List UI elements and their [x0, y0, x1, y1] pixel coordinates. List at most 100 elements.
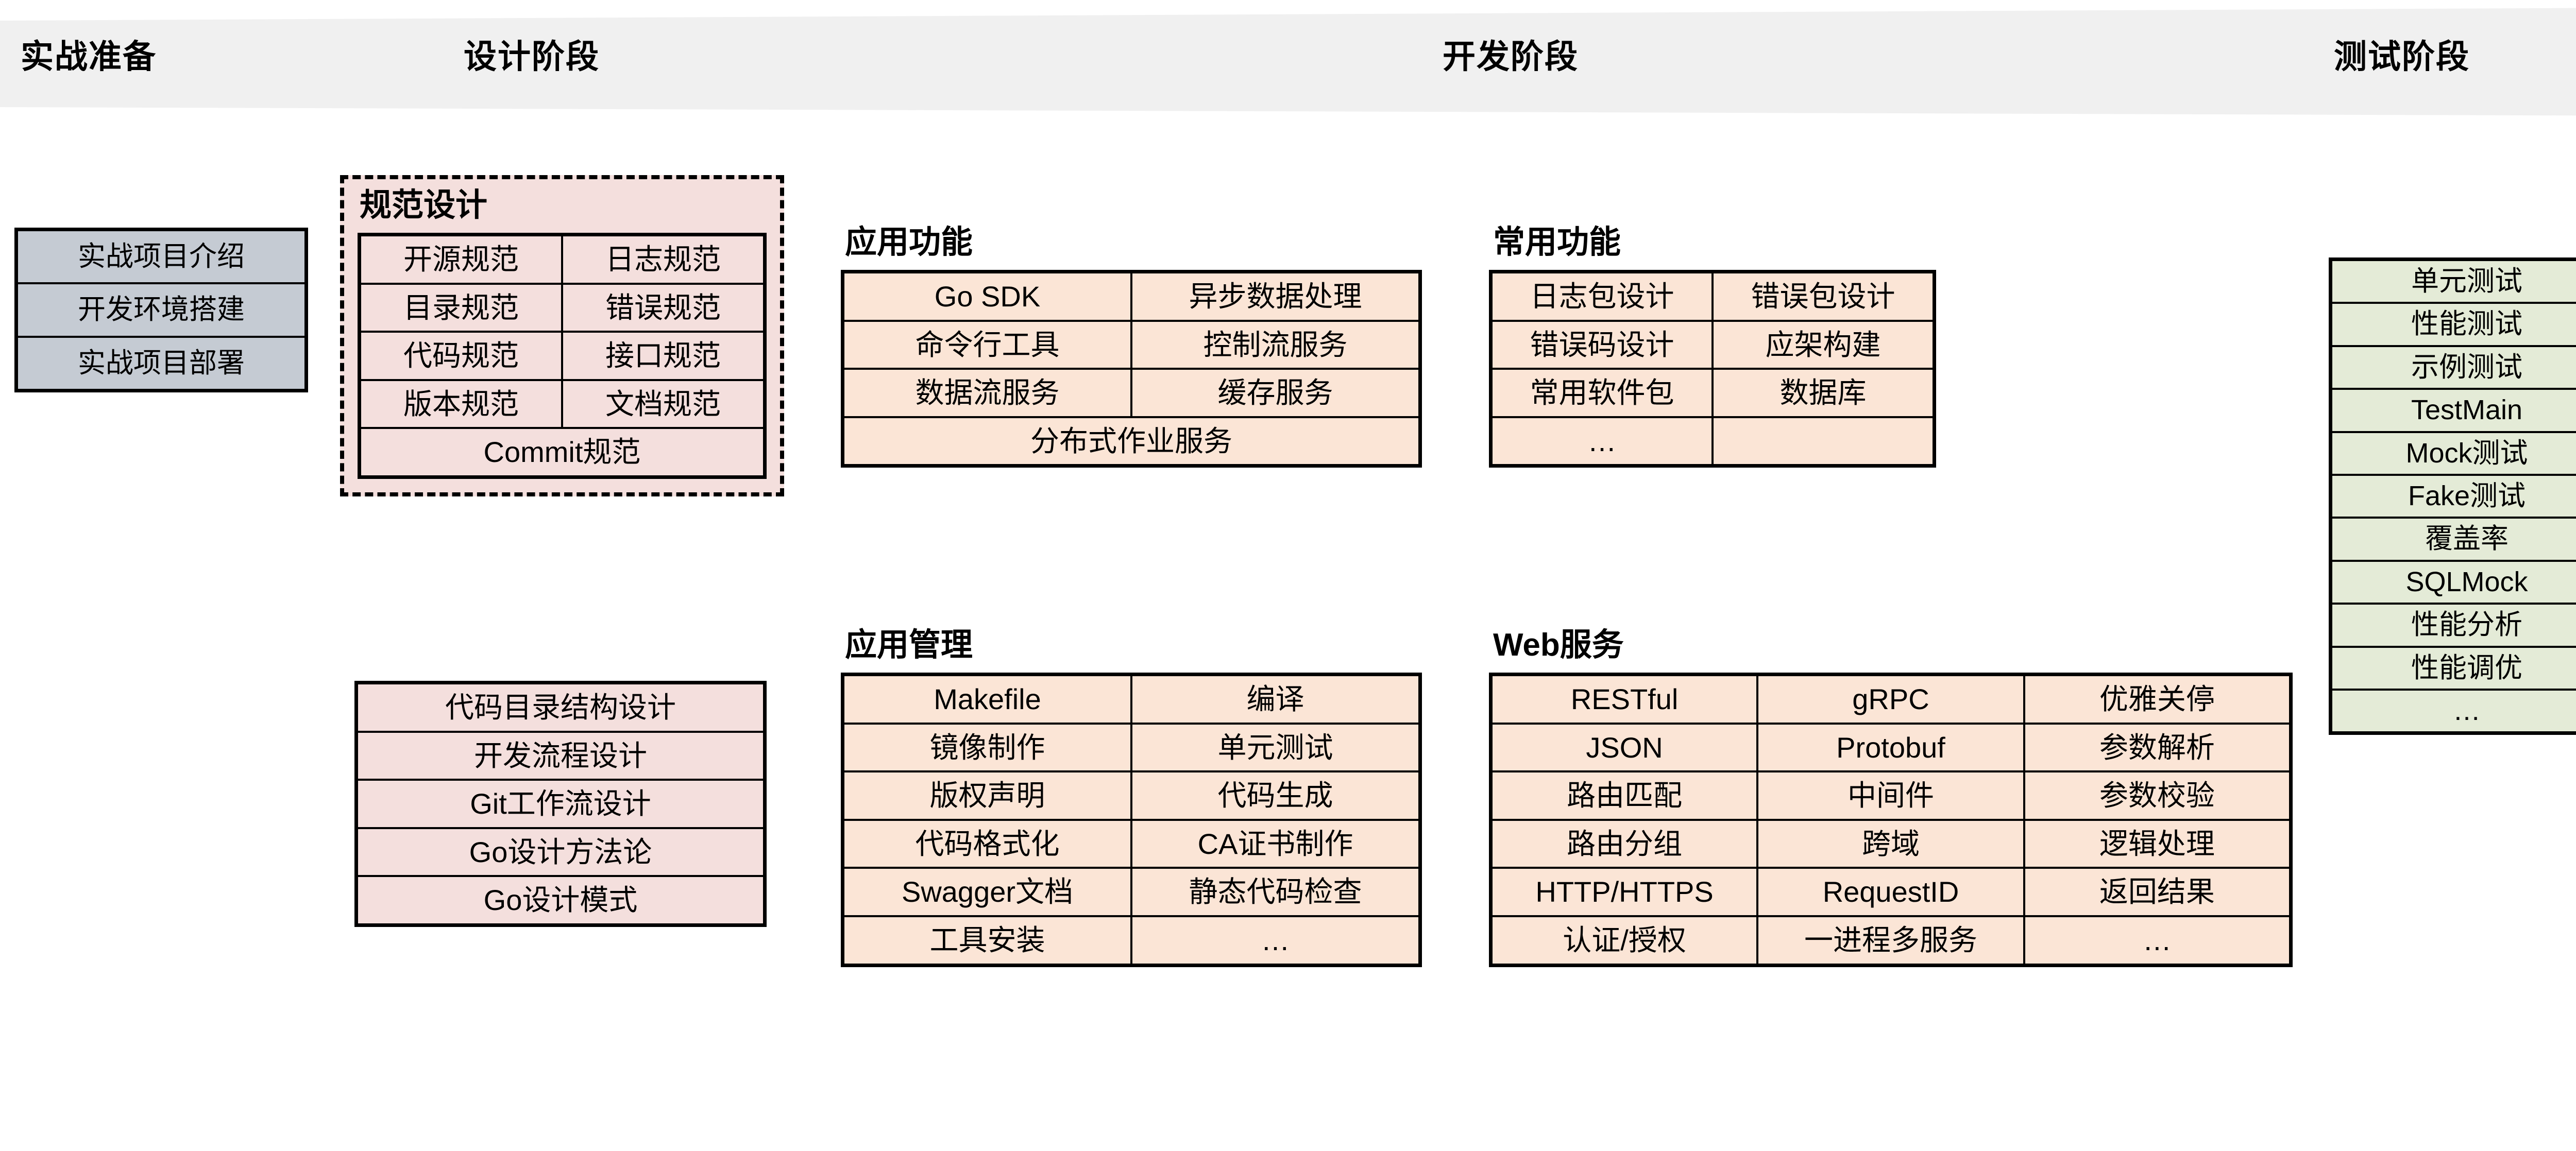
table-cell[interactable]: 覆盖率	[2329, 517, 2576, 562]
table-cell[interactable]: CA证书制作	[1130, 818, 1421, 869]
table-cell[interactable]: 常用软件包	[1489, 368, 1714, 418]
table-cell[interactable]: 版权声明	[841, 770, 1132, 821]
table-cell[interactable]: 逻辑处理	[2023, 818, 2292, 869]
table-cell[interactable]: 路由分组	[1489, 818, 1759, 869]
table-cell[interactable]: 参数解析	[2023, 722, 2292, 773]
table-cell[interactable]: …	[1489, 416, 1714, 467]
table-cell[interactable]: …	[1130, 915, 1421, 967]
table-cell[interactable]: 静态代码检查	[1130, 867, 1421, 917]
table-cell[interactable]: 错误规范	[561, 282, 766, 333]
table-cell[interactable]: 优雅关停	[2023, 673, 2292, 725]
table-cell[interactable]: Go设计方法论	[355, 827, 766, 878]
table-cell[interactable]: Commit规范	[358, 427, 766, 478]
table-row: 代码目录结构设计	[355, 681, 766, 733]
table-cell[interactable]: Fake测试	[2329, 473, 2576, 519]
phase-banner: 实战准备设计阶段开发阶段测试阶段部署阶段Tips	[0, 0, 2576, 124]
table-cell[interactable]: RequestID	[1756, 867, 2025, 917]
table-cell[interactable]: 错误码设计	[1489, 319, 1714, 370]
table-cell[interactable]: 开源规范	[358, 233, 563, 285]
table-cell[interactable]: 编译	[1130, 673, 1421, 725]
table-cell[interactable]: 缓存服务	[1130, 368, 1421, 418]
table-cell[interactable]: 工具安装	[841, 915, 1132, 967]
table-cell[interactable]: 返回结果	[2023, 867, 2292, 917]
table-cell[interactable]: 性能分析	[2329, 603, 2576, 648]
table-row: 路由匹配中间件参数校验	[1489, 770, 2292, 821]
table-row: 性能测试	[2329, 302, 2576, 347]
table-cell[interactable]: 路由匹配	[1489, 770, 1759, 821]
table-row: SQLMock	[2329, 559, 2576, 605]
table-cell[interactable]: Go设计模式	[355, 875, 766, 926]
table-row: 命令行工具控制流服务	[841, 319, 1421, 370]
table-cell[interactable]: 跨域	[1756, 818, 2025, 869]
phase-label-3: 开发阶段	[1443, 38, 1579, 75]
table-cell[interactable]: 应架构建	[1711, 319, 1936, 370]
table-cell[interactable]: 认证/授权	[1489, 915, 1759, 967]
phase-label-1: 实战准备	[21, 38, 157, 75]
table-cell[interactable]: 文档规范	[561, 379, 766, 430]
table-cell[interactable]: 单元测试	[2329, 258, 2576, 304]
table-cell[interactable]: 示例测试	[2329, 345, 2576, 390]
table-cell[interactable]: 日志包设计	[1489, 270, 1714, 322]
table-cell[interactable]: 实战项目部署	[15, 335, 308, 392]
table-cell[interactable]: 目录规范	[358, 282, 563, 333]
section-spec-title: 规范设计	[360, 187, 488, 223]
table-cell[interactable]: JSON	[1489, 722, 1759, 773]
table-cell[interactable]: 开发流程设计	[355, 730, 766, 781]
table-cell[interactable]: 代码生成	[1130, 770, 1421, 821]
table-cell[interactable]: 一进程多服务	[1756, 915, 2025, 967]
section-common-func-title: 常用功能	[1493, 225, 1621, 260]
table-row: 示例测试	[2329, 345, 2576, 390]
table-cell[interactable]: …	[2329, 688, 2576, 734]
table-cell[interactable]: 代码规范	[358, 331, 563, 381]
table-cell[interactable]: 数据流服务	[841, 368, 1132, 418]
table-cell[interactable]: Mock测试	[2329, 431, 2576, 476]
table-cell-empty	[1711, 416, 1936, 467]
table-cell[interactable]: 异步数据处理	[1130, 270, 1421, 322]
table-cell[interactable]: 性能测试	[2329, 302, 2576, 347]
table-row: 开发环境搭建	[15, 282, 308, 338]
table-cell[interactable]: 控制流服务	[1130, 319, 1421, 370]
table-cell[interactable]: gRPC	[1756, 673, 2025, 725]
table-row: 目录规范错误规范	[358, 282, 766, 333]
table-cell[interactable]: 镜像制作	[841, 722, 1132, 773]
table-cell[interactable]: 代码格式化	[841, 818, 1132, 869]
table-row: 版权声明代码生成	[841, 770, 1421, 821]
table-cell[interactable]: 版本规范	[358, 379, 563, 430]
table-cell[interactable]: 单元测试	[1130, 722, 1421, 773]
table-cell[interactable]: 实战项目介绍	[15, 228, 308, 285]
table-cell[interactable]: 性能调优	[2329, 645, 2576, 691]
phase-label-2: 设计阶段	[464, 38, 600, 75]
table-cell[interactable]: Protobuf	[1756, 722, 2025, 773]
table-cell[interactable]: …	[2023, 915, 2292, 967]
table-cell[interactable]: TestMain	[2329, 388, 2576, 433]
table-row: 性能分析	[2329, 603, 2576, 648]
table-cell[interactable]: 代码目录结构设计	[355, 681, 766, 733]
table-cell[interactable]: Makefile	[841, 673, 1132, 725]
table-cell[interactable]: 开发环境搭建	[15, 282, 308, 338]
table-cell[interactable]: 错误包设计	[1711, 270, 1936, 322]
table-row: 路由分组跨域逻辑处理	[1489, 818, 2292, 869]
table-cell[interactable]: HTTP/HTTPS	[1489, 867, 1759, 917]
table-cell[interactable]: 分布式作业服务	[841, 416, 1421, 467]
table-row: 开发流程设计	[355, 730, 766, 781]
table-cell[interactable]: 数据库	[1711, 368, 1936, 418]
table-cell[interactable]: 命令行工具	[841, 319, 1132, 370]
table-row: Git工作流设计	[355, 779, 766, 829]
table-cell[interactable]: Swagger文档	[841, 867, 1132, 917]
table-cell[interactable]: Git工作流设计	[355, 779, 766, 829]
table-cell[interactable]: 参数校验	[2023, 770, 2292, 821]
table-cell[interactable]: Go SDK	[841, 270, 1132, 322]
table-cell[interactable]: 日志规范	[561, 233, 766, 285]
table-cell[interactable]: RESTful	[1489, 673, 1759, 725]
table-row: Fake测试	[2329, 473, 2576, 519]
table-cell[interactable]: 中间件	[1756, 770, 2025, 821]
table-cell[interactable]: 接口规范	[561, 331, 766, 381]
section-web-service-title: Web服务	[1493, 627, 1624, 663]
table-cell[interactable]: SQLMock	[2329, 559, 2576, 605]
